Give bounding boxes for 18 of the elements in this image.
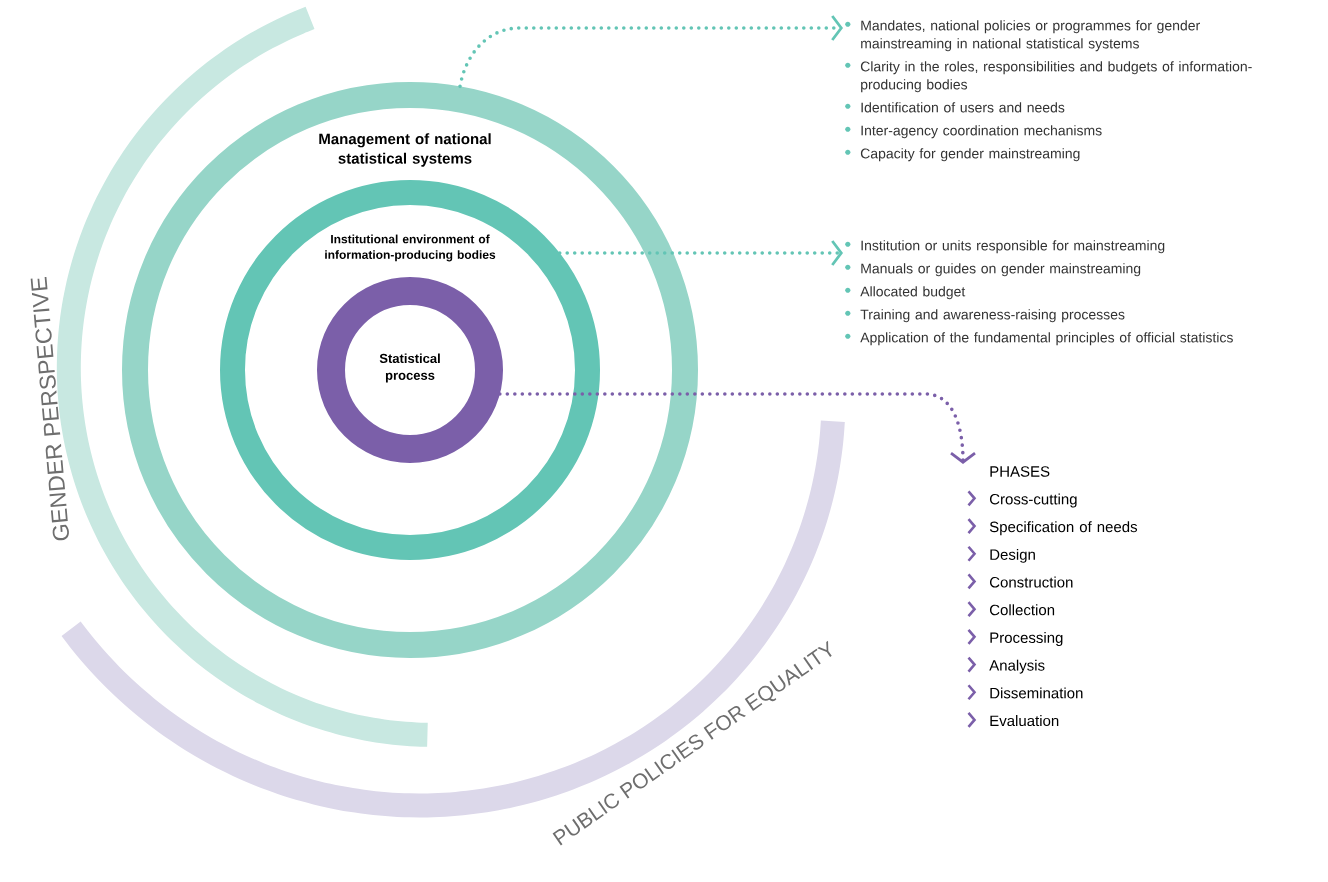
node-label: Training and awareness-raising processes: [860, 309, 1125, 323]
dotted-arrow: [557, 240, 843, 266]
bullet-list: Mandates, national policies or programmes for gender mainstreaming in national statistical systems Clarity in the roles, responsibilities and budgets of information-producing bodies Identification of users and needs Inter-agency coordination mechanisms Capacity for gender mainstreaming: [845, 20, 1252, 162]
node-label: Inter-agency coordination mechanisms: [861, 125, 1102, 139]
dotted-arrow: [498, 392, 976, 464]
node-label: Mandates, national policies or programmes for gender mainstreaming in national statistical systems: [861, 20, 1200, 52]
dotted-arrow: [458, 15, 843, 89]
node-label: Allocated budget: [860, 286, 966, 300]
phase-list: PHASES Cross-cutting Specification of needs Design Construction Collection Processing Analysis Dissemination Evaluation: [967, 466, 1138, 728]
node-label: Clarity in the roles, responsibilities and budgets of information-producing bodies: [860, 61, 1252, 93]
node-label: Manuals or guides on gender mainstreaming: [861, 263, 1141, 277]
ring: Statistical process: [317, 277, 503, 463]
node-label: Institution or units responsible for mainstreaming: [861, 240, 1165, 254]
node-label: Application of the fundamental principles of official statistics: [860, 332, 1233, 346]
bullet-list: Institution or units responsible for mainstreaming Manuals or guides on gender mainstreaming Allocated budget Training and awareness-raising processes Application of the fundamental principles of official statistics: [845, 240, 1233, 346]
node-label: Capacity for gender mainstreaming: [860, 148, 1080, 162]
node-label: Identification of users and needs: [861, 102, 1065, 113]
band-label: GENDER PERSPECTIVE: [30, 276, 69, 541]
